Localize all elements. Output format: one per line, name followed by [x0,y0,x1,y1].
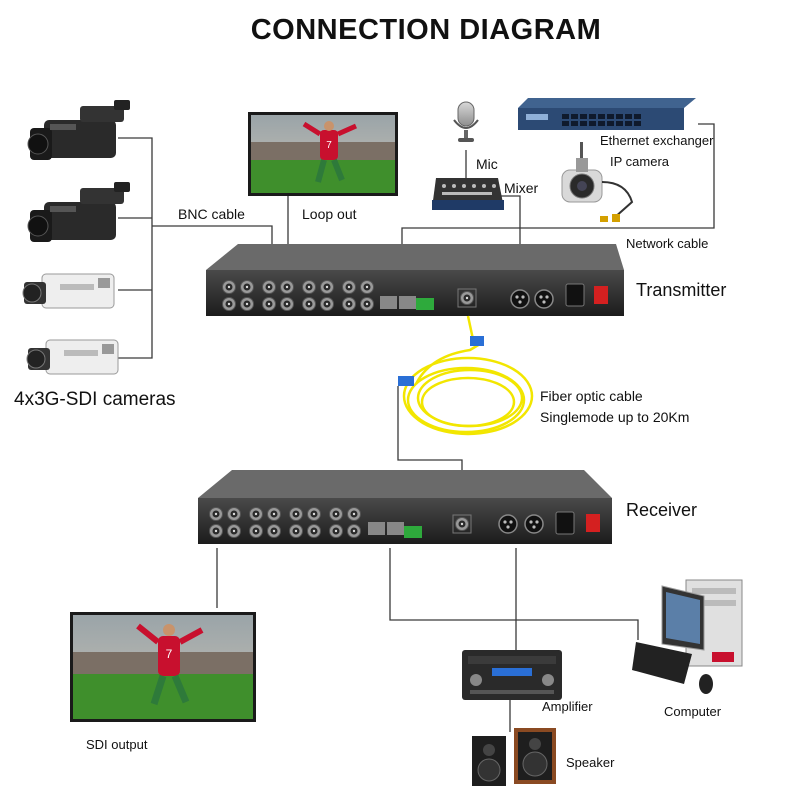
network-cable-label: Network cable [626,236,709,251]
speaker-icon [514,728,556,784]
ethernet-exchanger-label: Ethernet exchanger [600,133,714,148]
loop-out-label: Loop out [302,206,357,222]
camcorder-icon [27,182,130,242]
transmitter-rack-device-icon [206,244,624,316]
receiver-label: Receiver [626,500,698,520]
speaker-icon [472,736,506,786]
computer-label: Computer [664,704,722,719]
amplifier-label: Amplifier [542,699,593,714]
svg-text:7: 7 [326,140,332,151]
diagram-title: CONNECTION DIAGRAM [250,14,602,46]
cameras-label: 4x3G-SDI cameras [14,389,176,410]
fiber-coil-icon [398,315,534,436]
camcorder-icon [27,100,130,160]
computer-line [389,548,639,640]
mixer-icon [432,178,504,210]
player-figure [320,130,338,160]
amplifier-icon [462,650,562,700]
sdi-output-monitor-icon: 7 [70,612,256,722]
ip-camera-label: IP camera [610,154,670,169]
sdi-output-label: SDI output [86,737,148,752]
microphone-icon [453,101,479,142]
box-camera-icon [26,339,119,375]
network-switch-icon [518,98,696,130]
svg-text:7: 7 [166,647,173,661]
bnc-cable-line [118,137,273,359]
mixer-label: Mixer [504,180,539,196]
loop-out-monitor-icon: 7 [248,112,398,196]
computer-icon [632,579,743,694]
receiver-rack-device-icon [198,470,612,544]
singlemode-label: Singlemode up to 20Km [540,409,690,425]
fiber-cable-label: Fiber optic cable [540,388,643,404]
ip-camera-icon [561,142,634,222]
transmitter-label: Transmitter [636,280,727,300]
mic-label: Mic [476,156,498,172]
speaker-label: Speaker [566,755,615,770]
bnc-cable-label: BNC cable [178,206,245,222]
box-camera-icon [22,273,115,309]
